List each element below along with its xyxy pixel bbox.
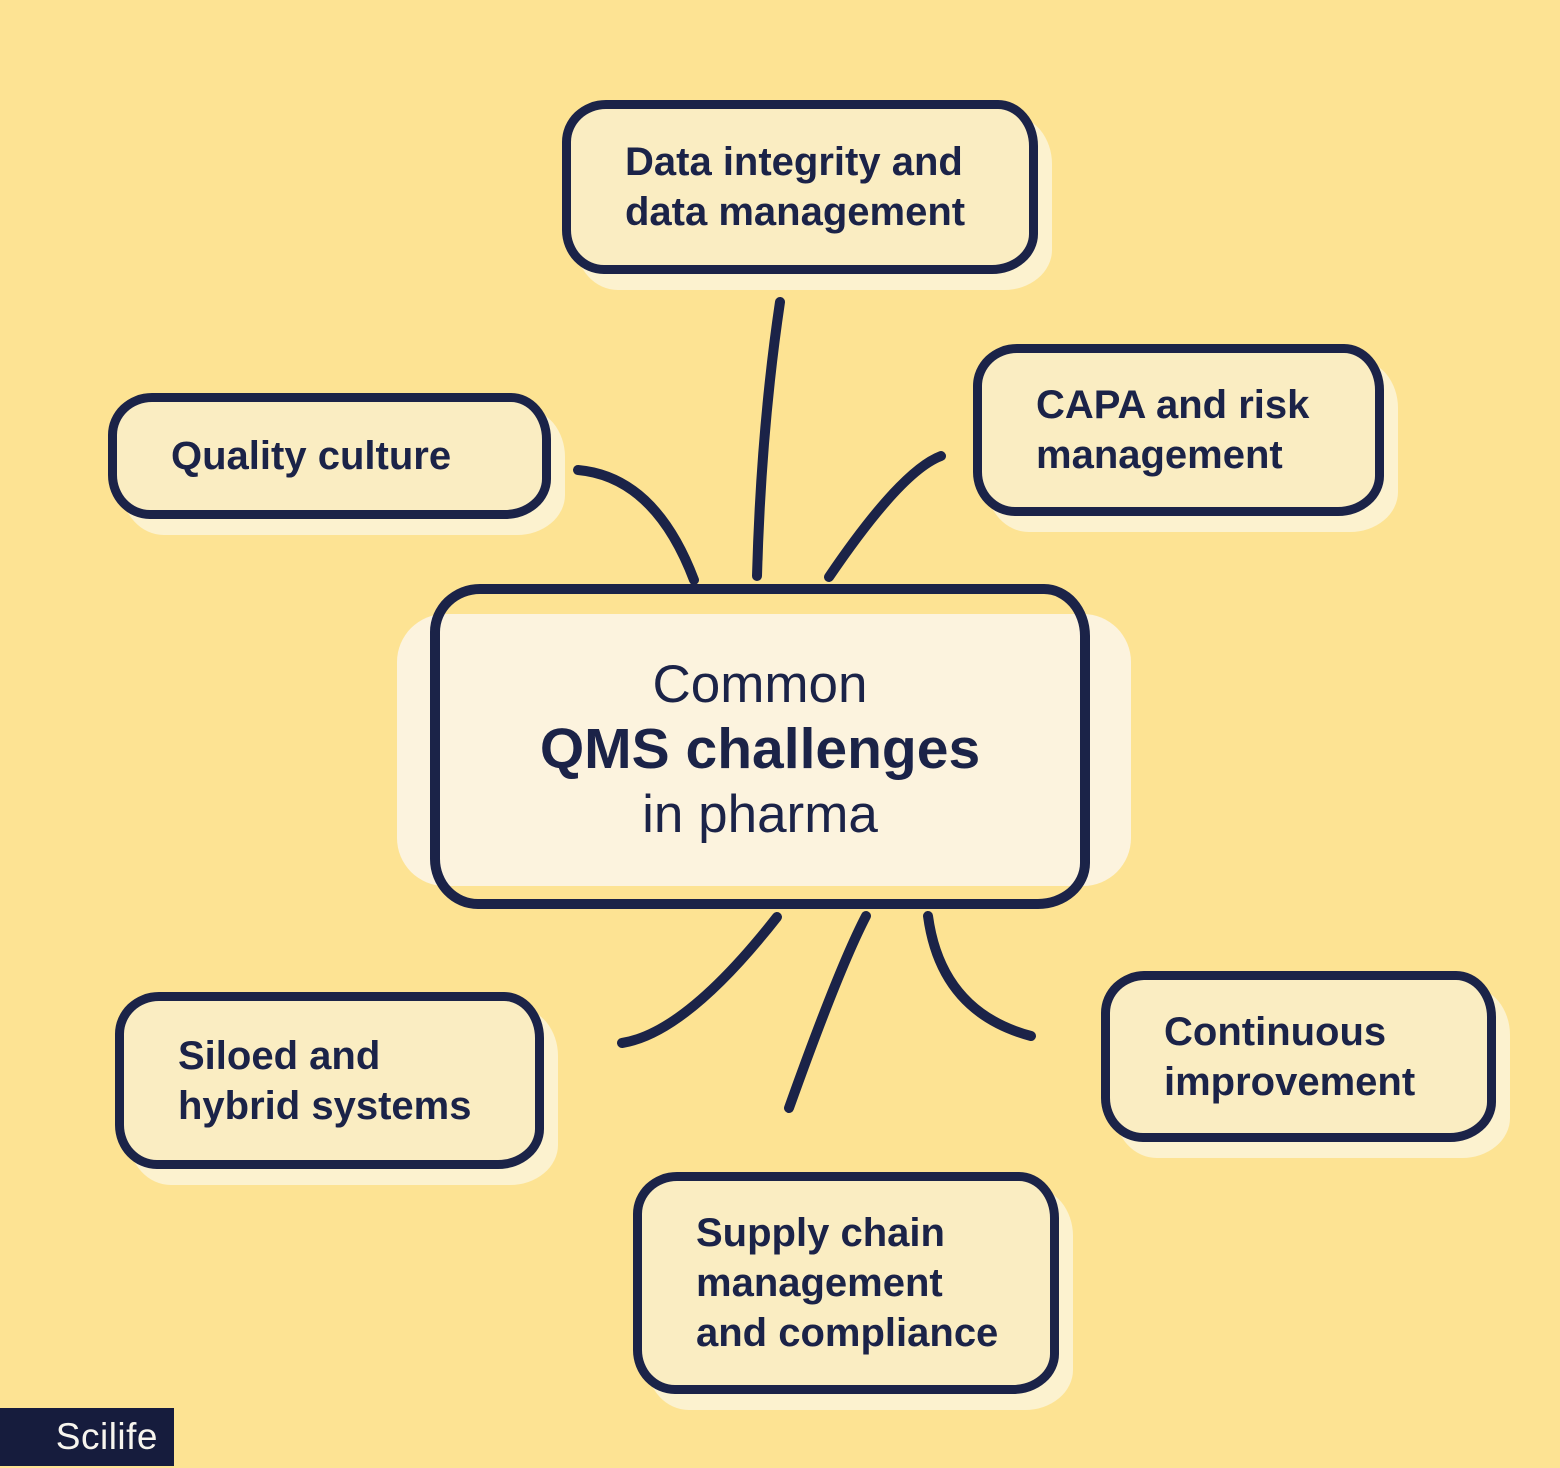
center-line-2: QMS challenges: [539, 716, 981, 781]
node-label: Quality culture: [117, 431, 471, 481]
node-line: CAPA and risk: [1036, 383, 1310, 427]
node-label: CAPA and risk management: [982, 380, 1329, 480]
node-line: hybrid systems: [178, 1083, 472, 1128]
center-line-1: Common: [652, 654, 868, 714]
connector-quality-culture: [573, 465, 699, 585]
node-siloed-hybrid: Siloed and hybrid systems: [115, 992, 558, 1185]
node-line: Siloed and: [178, 1033, 381, 1078]
node-box: CAPA and risk management: [973, 344, 1384, 516]
node-label: Supply chain management and compliance: [642, 1208, 1018, 1358]
node-box: Continuous improvement: [1101, 971, 1496, 1142]
node-label: Data integrity and data management: [571, 137, 985, 237]
node-line: Quality culture: [171, 434, 452, 478]
node-box: Data integrity and data management: [562, 100, 1038, 274]
node-line: management: [696, 1261, 943, 1305]
node-continuous-improvement: Continuous improvement: [1101, 971, 1510, 1158]
center-node-backdrop: [397, 614, 1131, 886]
node-box: Supply chain management and compliance: [633, 1172, 1059, 1394]
node-line: and compliance: [696, 1311, 999, 1355]
node-quality-culture: Quality culture: [108, 393, 565, 535]
node-supply-chain: Supply chain management and compliance: [633, 1172, 1073, 1410]
center-line-3: in pharma: [642, 784, 878, 844]
scilife-logo: Scilife: [0, 1408, 174, 1466]
node-label: Continuous improvement: [1110, 1007, 1435, 1107]
scilife-logo-text: Scilife: [55, 1416, 158, 1457]
node-data-integrity: Data integrity and data management: [562, 100, 1052, 290]
connector-data-integrity: [752, 297, 785, 581]
node-line: Supply chain: [696, 1211, 945, 1255]
node-box: Quality culture: [108, 393, 551, 519]
center-node-label: Common QMS challenges in pharma: [540, 653, 980, 847]
node-capa-risk: CAPA and risk management: [973, 344, 1398, 532]
center-node: Common QMS challenges in pharma: [430, 584, 1090, 909]
node-line: data management: [625, 190, 966, 234]
node-line: management: [1036, 433, 1283, 477]
connector-supply-chain: [784, 911, 871, 1113]
connector-capa-risk: [824, 451, 946, 582]
node-box: Siloed and hybrid systems: [115, 992, 544, 1169]
connector-siloed-hybrid: [617, 912, 782, 1048]
node-line: improvement: [1164, 1059, 1416, 1104]
node-line: Continuous: [1164, 1009, 1387, 1054]
node-label: Siloed and hybrid systems: [124, 1031, 491, 1131]
connector-continuous-improvement: [923, 911, 1036, 1041]
node-line: Data integrity and: [625, 140, 963, 184]
